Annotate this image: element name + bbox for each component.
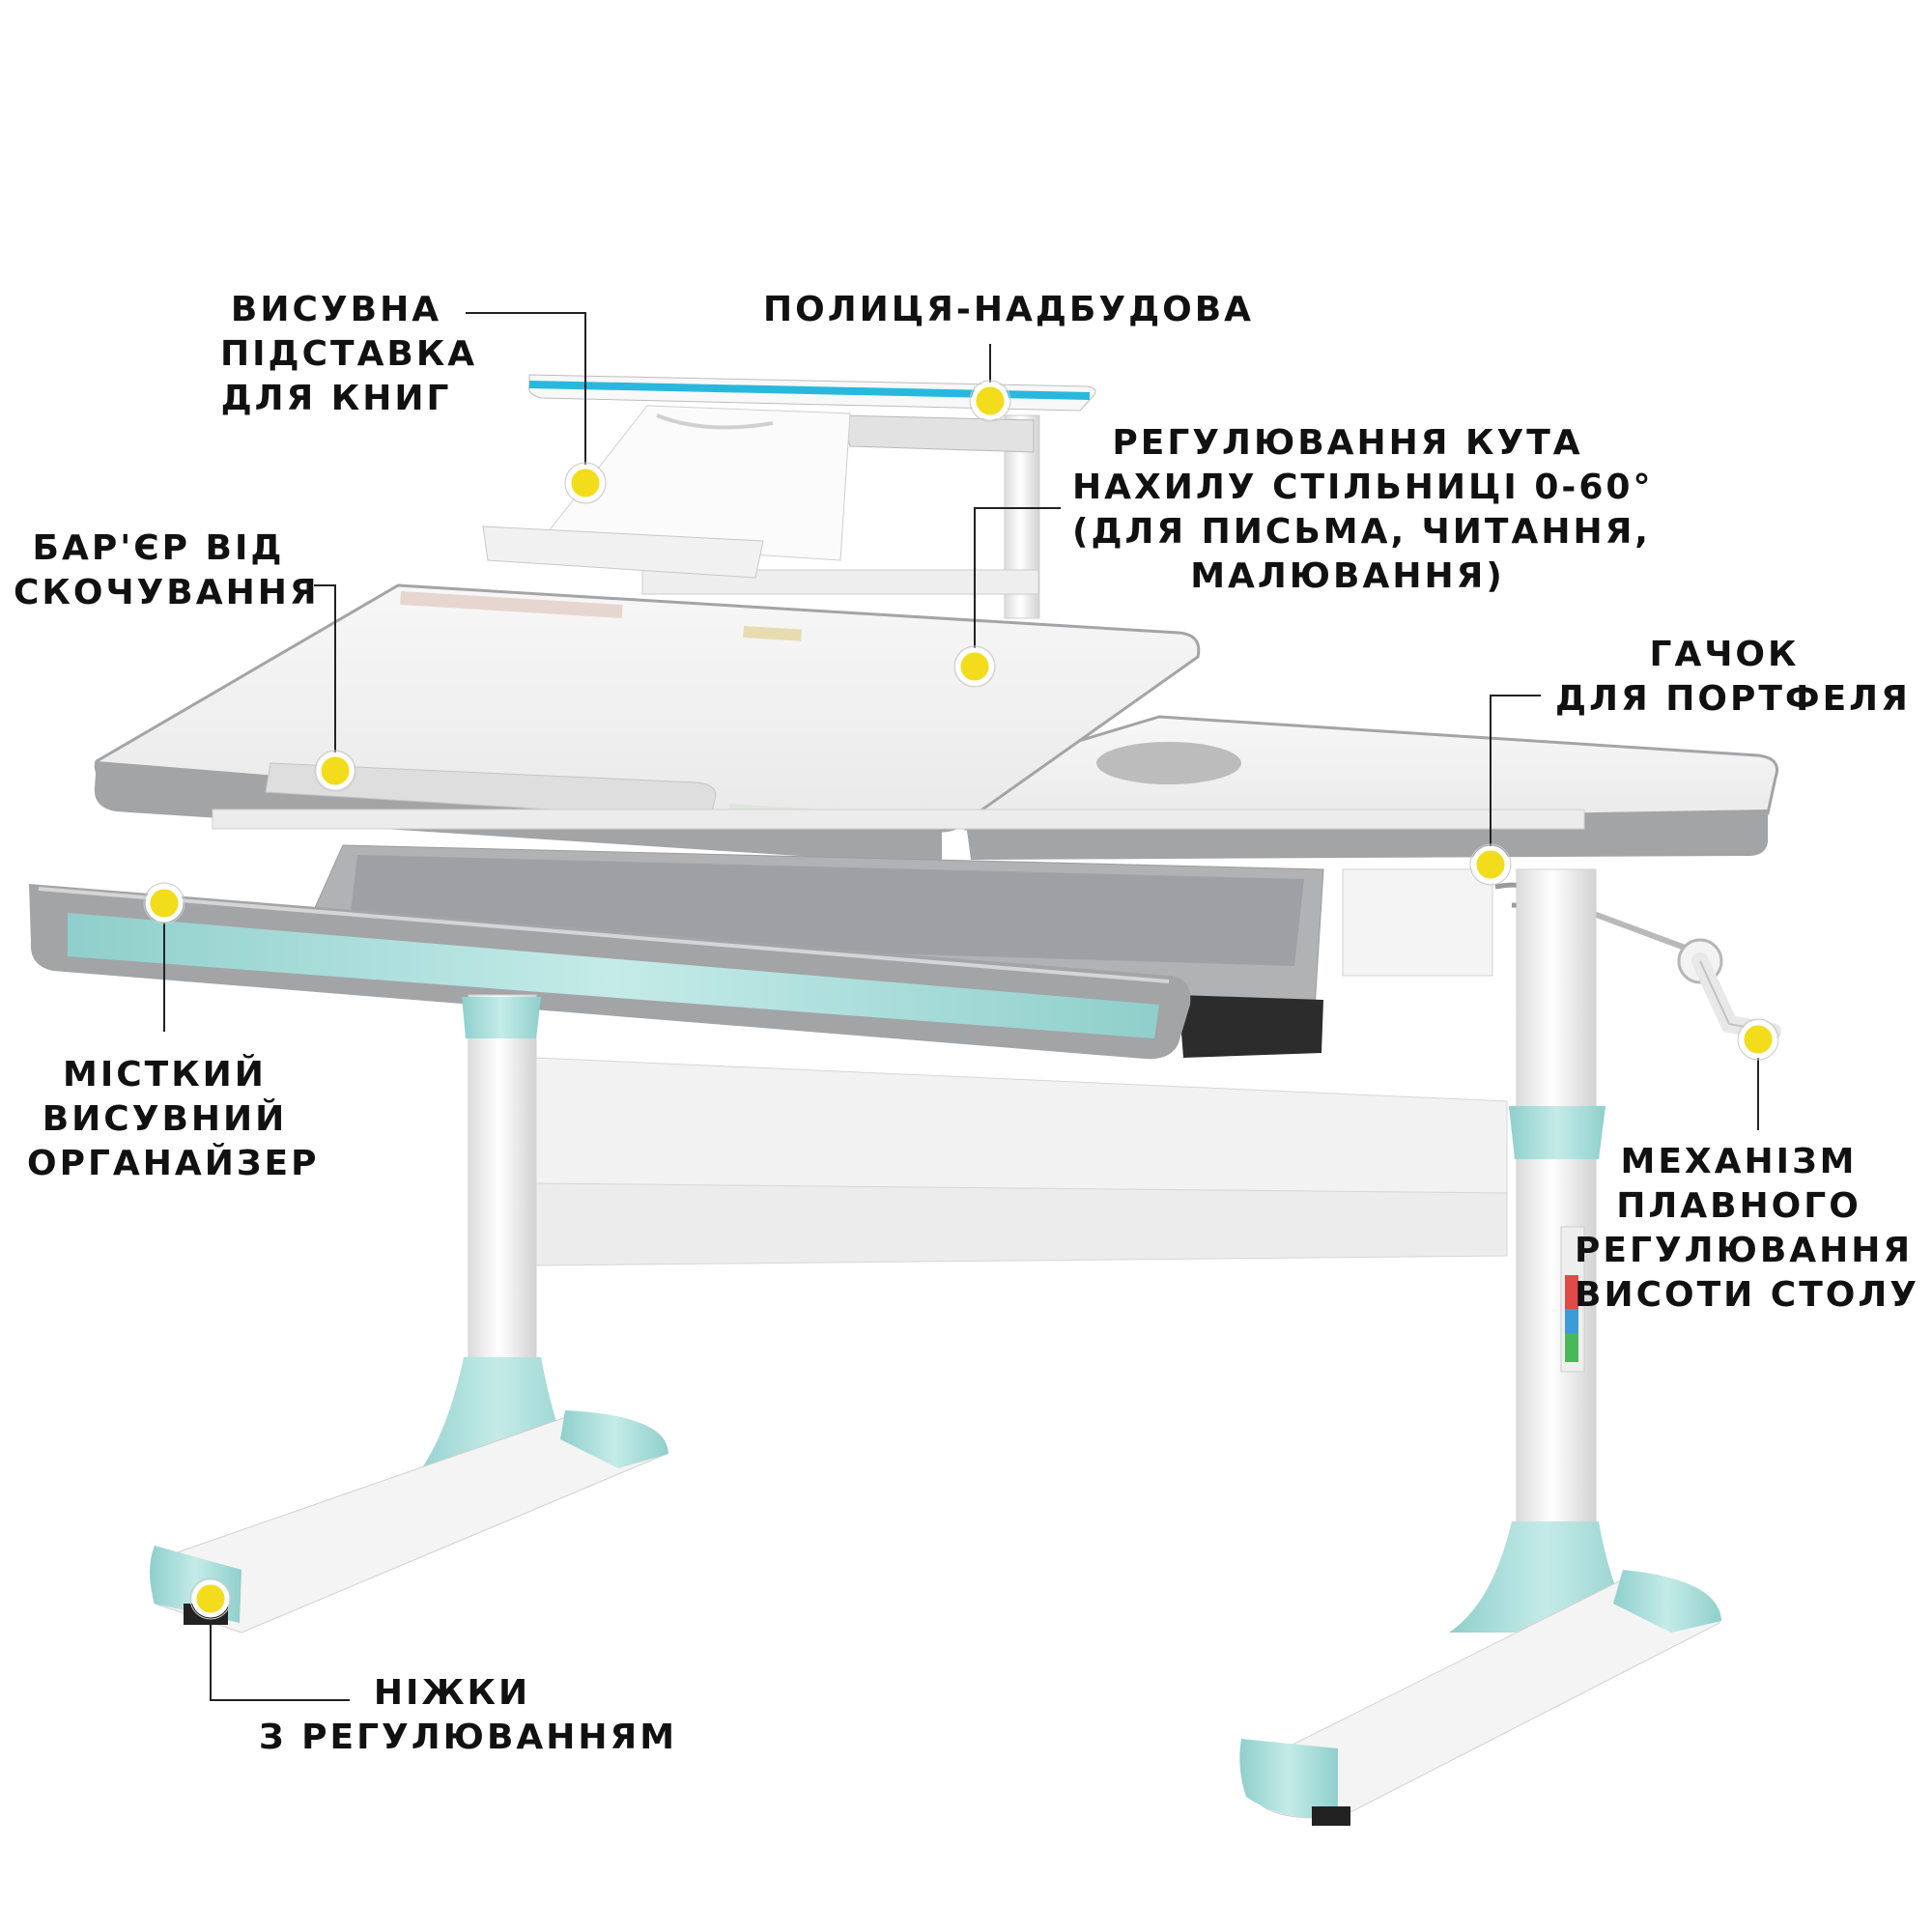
callout-tilt-line-2: НАХИЛУ СТІЛЬНИЦІ 0-60° (1072, 468, 1654, 507)
drawer-front-highlight (38, 887, 1170, 983)
callout-tilt-line-3: (ДЛЯ ПИСЬМА, ЧИТАННЯ, (1072, 512, 1651, 552)
under-rail (212, 809, 1585, 830)
callout-tilt: РЕГУЛЮВАННЯ КУТА НАХИЛУ СТІЛЬНИЦІ 0-60° … (1072, 421, 1654, 599)
callout-tilt-line-4: МАЛЮВАННЯ) (1190, 556, 1505, 596)
leader-book-stand (466, 312, 586, 481)
callout-height-mech: МЕХАНІЗМ ПЛАВНОГО РЕГУЛЮВАННЯ ВИСОТИ СТО… (1575, 1140, 1920, 1318)
leader-lines (163, 312, 1759, 1701)
callout-book-stand-line-2: ПІДСТАВКА (220, 334, 478, 374)
callout-height-mech-line-4: ВИСОТИ СТОЛУ (1575, 1275, 1920, 1315)
cross-beam (535, 1057, 1508, 1199)
callout-hook-line-2: ДЛЯ ПОРТФЕЛЯ (1555, 679, 1911, 719)
right-leg (1239, 868, 1721, 1826)
callout-height-mech-line-2: ПЛАВНОГО (1616, 1186, 1861, 1226)
right-foot-cap-front (1239, 1739, 1338, 1818)
shelf-bracket (839, 414, 1035, 453)
callout-hook-line-1: ГАЧОК (1649, 635, 1800, 674)
left-foot-cap-back (560, 1410, 668, 1468)
callout-hook: ГАЧОК ДЛЯ ПОРТФЕЛЯ (1555, 633, 1911, 722)
leader-hook (1490, 695, 1541, 863)
cross-beam-lower (535, 1182, 1508, 1266)
callout-book-stand-line-1: ВИСУВНА (230, 290, 442, 329)
height-scale-colorbar-low (1565, 1333, 1578, 1362)
callout-legs-line-2: З РЕГУЛЮВАННЯМ (259, 1718, 678, 1757)
callout-shelf-line-1: ПОЛИЦЯ-НАДБУДОВА (763, 290, 1255, 329)
desk-sticker-small (743, 625, 802, 641)
desk-sticker-strip (400, 590, 623, 619)
callout-height-mech-line-1: МЕХАНІЗМ (1620, 1142, 1858, 1181)
callout-legs: НІЖКИ З РЕГУЛЮВАННЯМ (259, 1671, 678, 1760)
yellow-dot-marker-icon (969, 380, 1011, 422)
callout-organizer-line-1: МІСТКИЙ (63, 1055, 267, 1094)
callout-organizer: МІСТКИЙ ВИСУВНИЙ ОРГАНАЙЗЕР (27, 1053, 320, 1186)
left-leg-collar-top (462, 997, 541, 1038)
callout-barrier-line-1: БАР'ЄР ВІД (32, 528, 285, 568)
yellow-dot-marker-icon (953, 645, 996, 688)
callout-barrier: БАР'ЄР ВІД СКОЧУВАННЯ (14, 526, 320, 615)
callout-organizer-line-2: ВИСУВНИЙ (42, 1099, 288, 1139)
callout-organizer-line-3: ОРГАНАЙЗЕР (27, 1144, 320, 1183)
yellow-dot-marker-icon (1737, 1018, 1779, 1061)
yellow-dot-marker-icon (1469, 843, 1512, 886)
hand-crank-icon[interactable] (1677, 938, 1781, 1040)
callout-legs-line-1: НІЖКИ (373, 1673, 531, 1713)
desktop-cutout (1096, 742, 1241, 784)
callout-height-mech-line-3: РЕГУЛЮВАННЯ (1575, 1231, 1914, 1270)
yellow-dot-marker-icon (143, 882, 185, 924)
right-foot-cap-back (1613, 1570, 1721, 1633)
book-stand-lip (482, 526, 764, 579)
yellow-dot-marker-icon (189, 1577, 232, 1620)
height-scale-colorbar-mid (1565, 1309, 1578, 1333)
right-leg-collar-top (1509, 1106, 1605, 1159)
leader-tilt (974, 507, 1061, 665)
drawer-mint-strip (68, 913, 1159, 1038)
callout-book-stand: ВИСУВНА ПІДСТАВКА ДЛЯ КНИГ (220, 288, 478, 421)
yellow-dot-marker-icon (314, 750, 356, 792)
leader-legs (210, 1599, 350, 1701)
fixed-desktop (964, 715, 1778, 860)
leader-barrier (314, 584, 336, 768)
callout-book-stand-line-3: ДЛЯ КНИГ (220, 379, 452, 418)
callout-tilt-line-1: РЕГУЛЮВАННЯ КУТА (1112, 423, 1583, 463)
right-foot-pad (1312, 1806, 1350, 1826)
callout-barrier-line-2: СКОЧУВАННЯ (14, 573, 320, 612)
right-side-plate (1342, 868, 1493, 977)
markers (143, 380, 1779, 1620)
callout-shelf: ПОЛИЦЯ-НАДБУДОВА (763, 288, 1255, 332)
book-stand-fold (656, 413, 774, 430)
right-leg-column (1516, 868, 1597, 1547)
drawer-organizer[interactable] (29, 844, 1324, 1060)
tilting-desktop (94, 583, 1201, 865)
yellow-dot-marker-icon (564, 462, 607, 504)
drawer-runner (1179, 995, 1323, 1058)
